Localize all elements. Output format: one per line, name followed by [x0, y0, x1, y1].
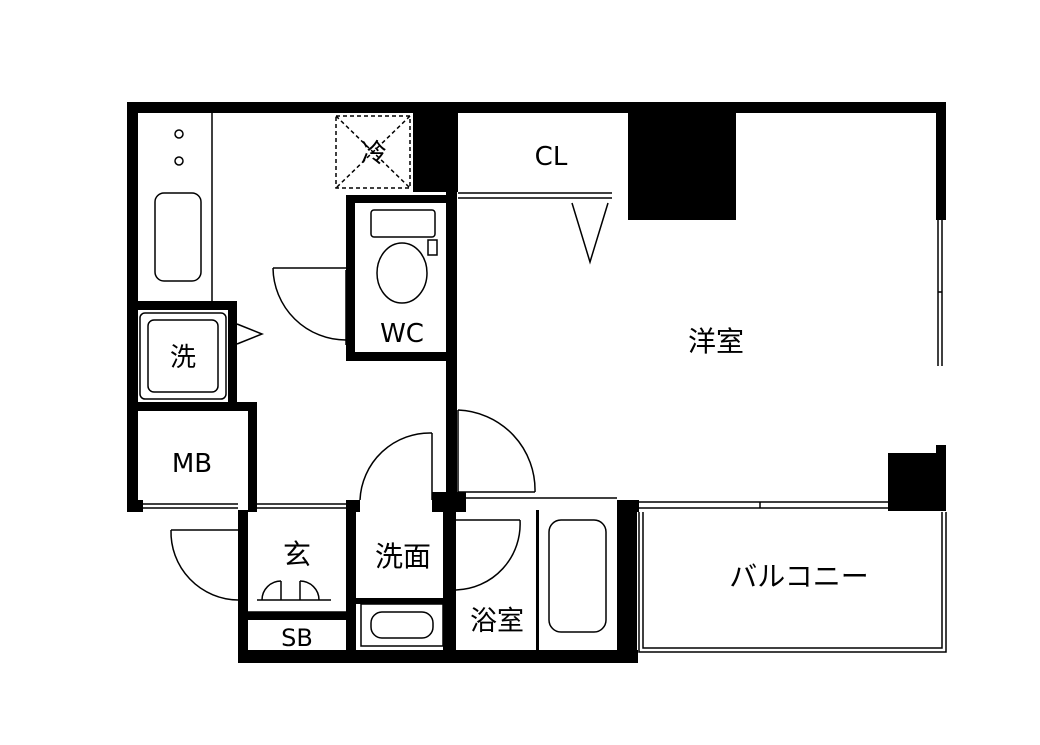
- bathroom-label: 浴室: [470, 606, 524, 637]
- doors: [170, 267, 536, 601]
- closet-label: CL: [535, 142, 568, 172]
- walls: [127, 102, 946, 663]
- balcony-label: バルコニー: [729, 560, 868, 593]
- washroom-label: 洗面: [375, 540, 431, 573]
- meter-box-label: MB: [172, 449, 212, 479]
- shoe-box-label: SB: [281, 624, 313, 652]
- toilet-label: WC: [380, 319, 424, 349]
- refrigerator-label: 冷: [361, 139, 387, 169]
- entrance-label: 玄: [283, 538, 311, 571]
- thin-lines: [139, 113, 947, 653]
- western-room-label: 洋室: [688, 325, 744, 358]
- washer-label: 洗: [170, 343, 196, 373]
